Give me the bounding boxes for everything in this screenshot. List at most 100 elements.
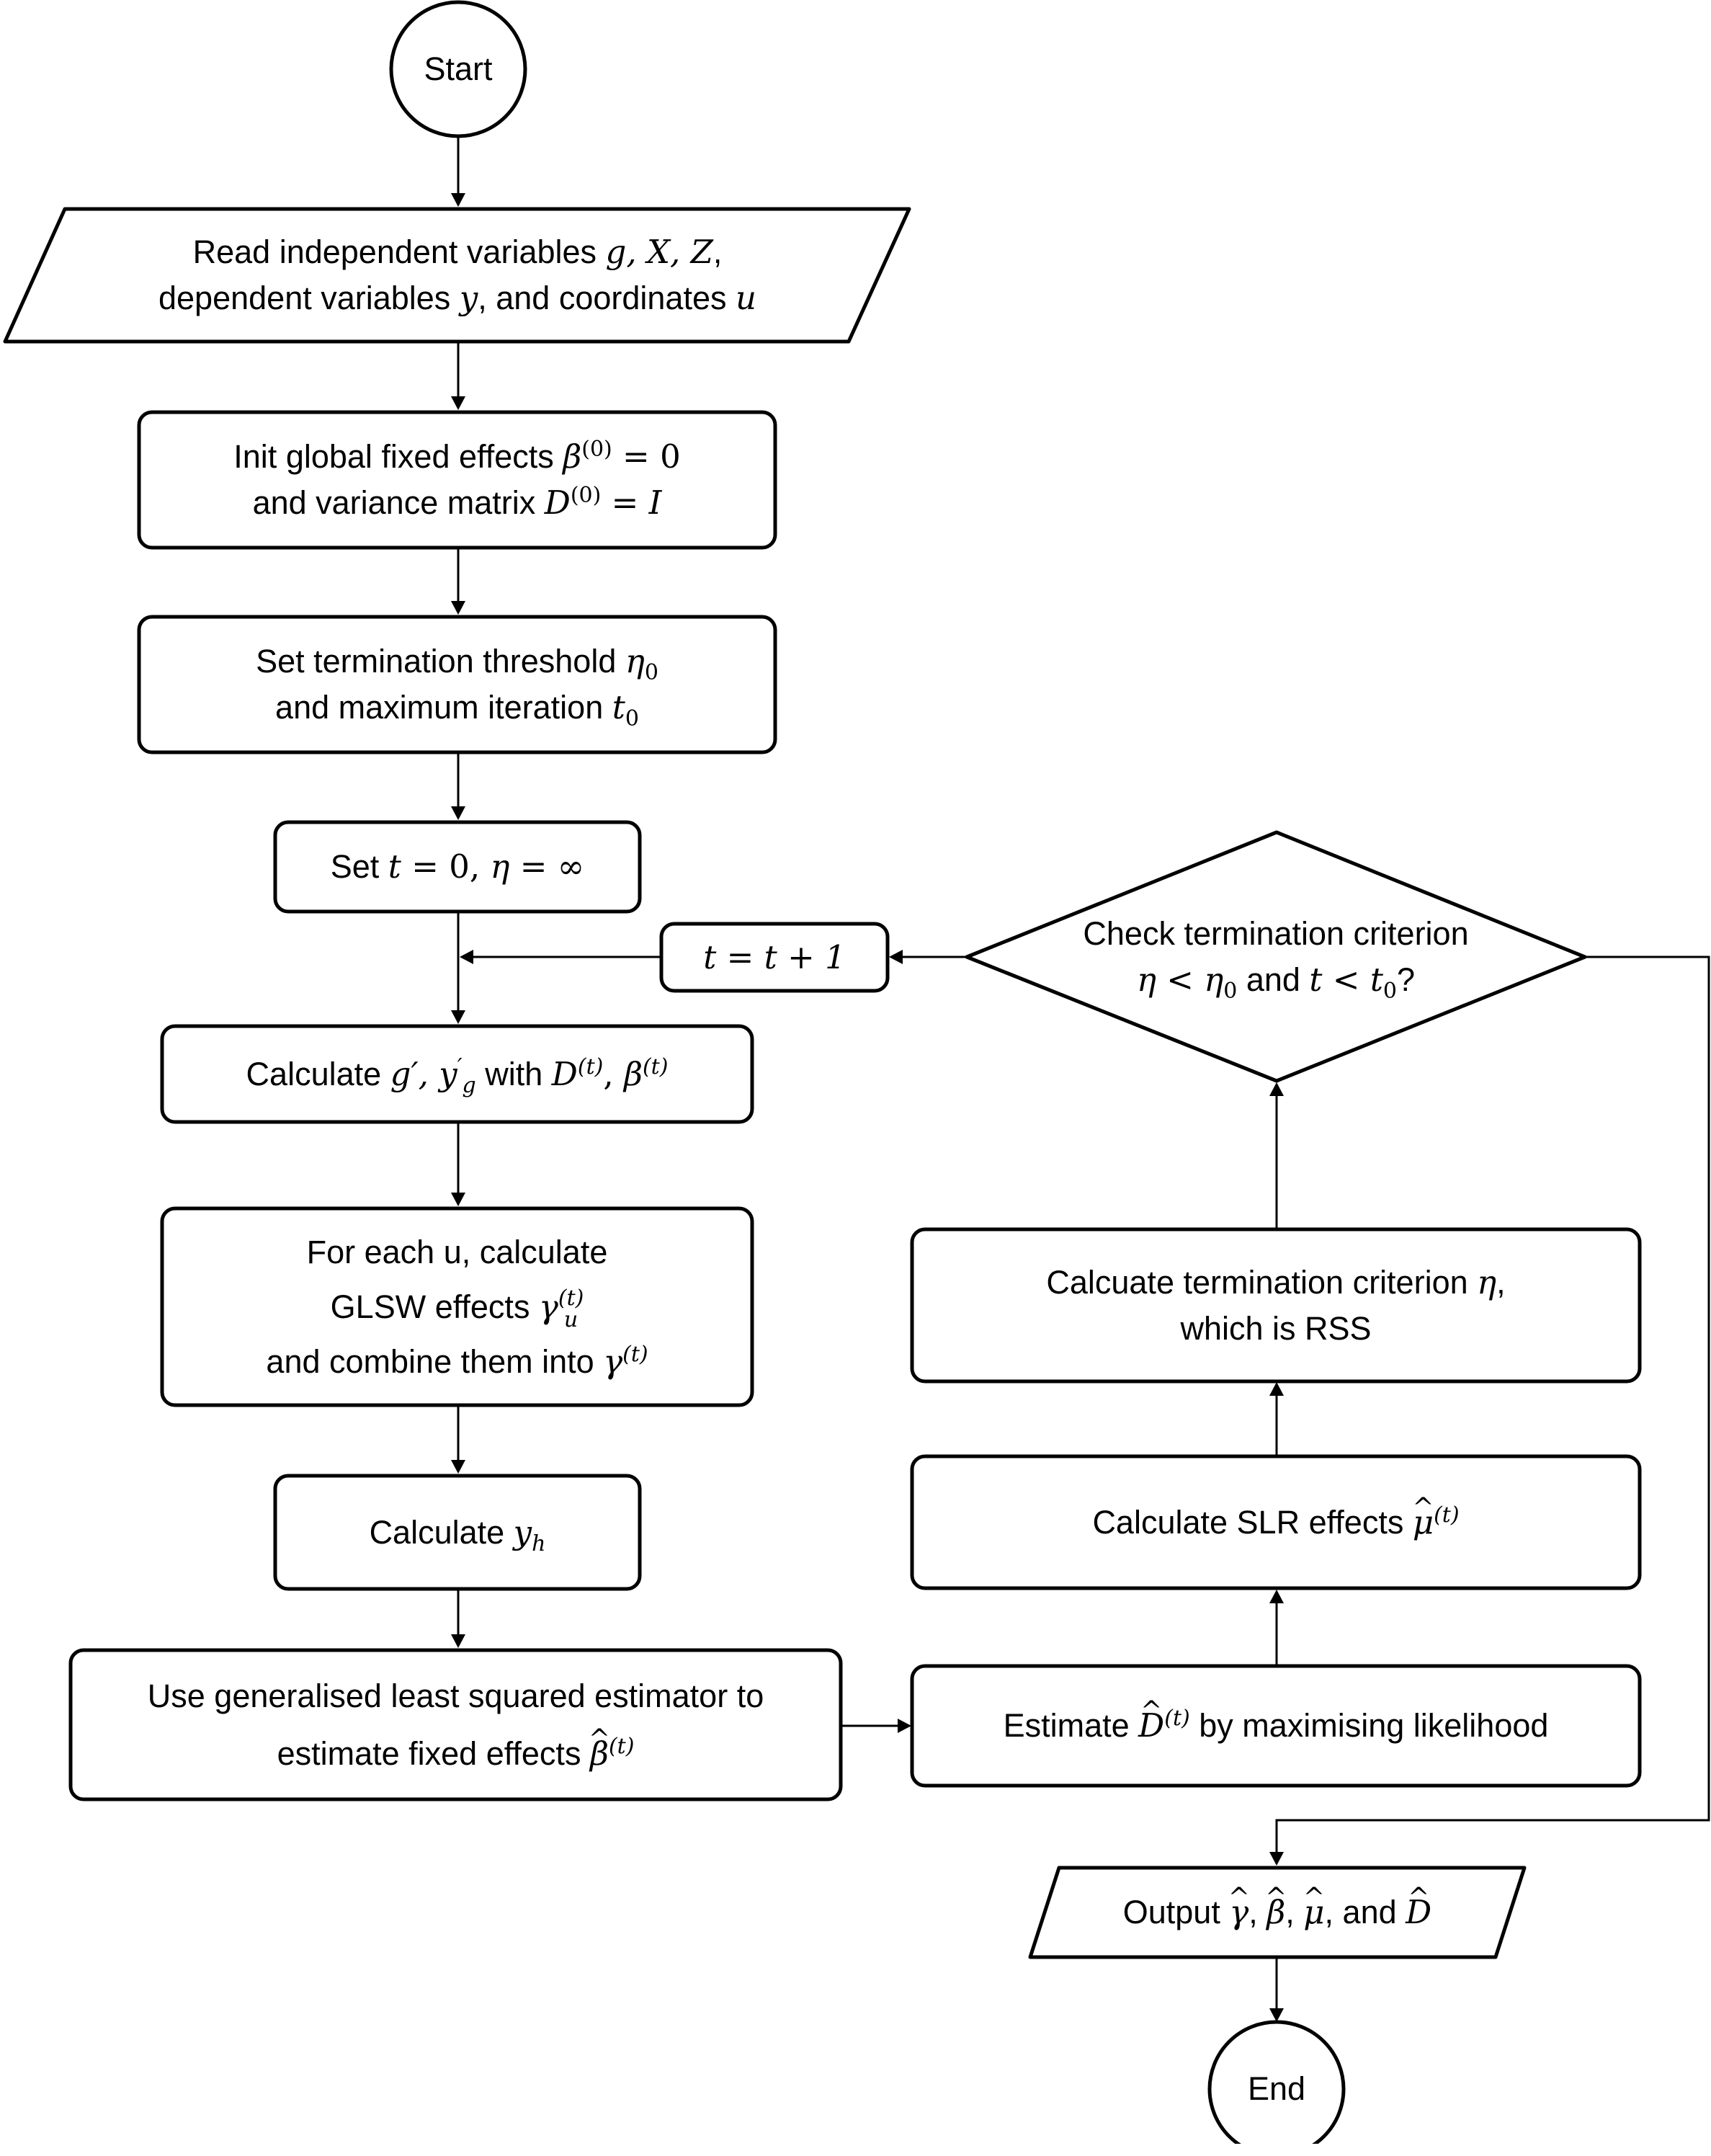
init-line-1: Init global fixed effects β(0) = 0 [233, 434, 680, 480]
estimate-d-label: Estimate D(t) by maximising likelihood [912, 1666, 1640, 1786]
check-line-1: Check termination criterion [1083, 915, 1469, 952]
check-and: and [1237, 961, 1310, 998]
criterion-label: Calcuate termination criterion η, which … [912, 1229, 1640, 1381]
calc-yh-label: Calculate yh [275, 1476, 640, 1589]
criterion-line-1: Calcuate termination criterion η, [1046, 1260, 1505, 1306]
criterion-comma: , [1496, 1263, 1506, 1301]
threshold-t: t [612, 688, 625, 726]
arrowhead-set-t [451, 806, 465, 820]
slr-node [910, 1454, 1642, 1590]
init-d-eq: = I [601, 484, 662, 522]
init-beta-eq: = 0 [612, 437, 681, 476]
arrowhead-gls [451, 1634, 465, 1648]
check-eta0: η [1204, 961, 1224, 999]
arrowhead-end [1269, 2008, 1284, 2022]
glsw-line-1: For each u, calculate [306, 1233, 608, 1270]
threshold-eta-sub: 0 [644, 660, 658, 685]
arrowhead-threshold [451, 601, 465, 615]
set-eta-var: η [490, 847, 510, 886]
gls-line-2: estimate fixed effects β(t) [277, 1725, 635, 1783]
output-label: Output γ, β, μ, and D [1045, 1868, 1510, 1957]
output-d: D [1406, 1889, 1431, 1936]
output-gamma: γ [1229, 1889, 1248, 1936]
check-lt-2: < [1322, 961, 1370, 999]
increment-node [659, 922, 890, 993]
set-t-var: t [388, 847, 401, 886]
threshold-node [137, 615, 777, 754]
estimate-d-node [910, 1664, 1642, 1788]
glsw-gamma: γ [603, 1342, 623, 1381]
read-line-2-y: y [459, 279, 478, 317]
slr-mu-sup: (t) [1434, 1502, 1460, 1528]
start-text: Start [424, 50, 493, 87]
threshold-t-sub: 0 [625, 706, 639, 731]
threshold-line-2: and maximum iteration t0 [275, 685, 639, 731]
arrowhead-read [451, 193, 465, 207]
calc-yh-text: Calculate [369, 1513, 514, 1551]
set-eta-value: = ∞ [509, 847, 585, 886]
arrowhead-check [1269, 1082, 1284, 1096]
arrowhead-glsw [451, 1193, 465, 1206]
threshold-line-2-text: and maximum iteration [275, 689, 612, 726]
slr-text: Calculate SLR effects [1092, 1503, 1413, 1541]
threshold-eta: η [625, 642, 645, 680]
check-label: Check termination criterion η < η0 and t… [967, 886, 1585, 1028]
calc-g-beta-sup: (t) [642, 1054, 669, 1079]
check-eta: η [1136, 961, 1156, 999]
start-label: Start [391, 2, 525, 136]
check-t: t [1309, 961, 1323, 999]
set-t-line: Set t = 0, η = ∞ [331, 844, 584, 890]
read-input-node [3, 207, 911, 344]
check-eta0-sub: 0 [1223, 979, 1238, 1004]
init-d: D [544, 484, 571, 522]
threshold-label: Set termination threshold η0 and maximum… [139, 617, 775, 752]
threshold-line-1: Set termination threshold η0 [256, 638, 658, 685]
check-line-2: η < η0 and t < t0? [1137, 957, 1415, 1003]
calc-g-with: with [475, 1055, 552, 1092]
read-line-2-mid: , and coordinates [478, 280, 736, 316]
glsw-node [160, 1206, 754, 1407]
calc-g-text: Calculate [246, 1055, 390, 1092]
edge-check-to-output [1275, 956, 1710, 1853]
calc-g-beta: β [623, 1054, 643, 1093]
criterion-eta: η [1477, 1262, 1497, 1301]
init-label: Init global fixed effects β(0) = 0 and v… [139, 412, 775, 548]
check-decision-node [965, 830, 1587, 1083]
init-line-2: and variance matrix D(0) = I [253, 480, 662, 526]
glsw-gamma-u: γ [538, 1287, 558, 1326]
arrowhead-estimate-d [898, 1719, 911, 1733]
increment-text: t = t + 1 [703, 937, 846, 976]
arrowhead-loop [460, 950, 473, 964]
output-and: , and [1324, 1894, 1406, 1930]
arrowhead-slr [1269, 1590, 1284, 1603]
calc-g-line: Calculate g′, y′g with D(t), β(t) [246, 1051, 669, 1097]
init-node [137, 410, 777, 550]
glsw-line-3-text: and combine them into [266, 1342, 604, 1380]
estimate-d-text: Estimate [1003, 1707, 1139, 1744]
output-text: Output [1122, 1894, 1230, 1930]
init-line-2-text: and variance matrix [252, 484, 545, 521]
glsw-label: For each u, calculate GLSW effects γ(t)u… [162, 1208, 752, 1405]
set-t-label: Set t = 0, η = ∞ [275, 822, 640, 912]
calc-g-comma: , [603, 1054, 624, 1093]
arrowhead-calc-g [451, 1010, 465, 1024]
calc-yh-y: y [513, 1513, 532, 1551]
set-t-value: = 0, [401, 847, 491, 886]
output-mu: μ [1303, 1889, 1324, 1936]
gls-line-2-text: estimate fixed effects [277, 1734, 590, 1772]
end-node [1207, 2020, 1346, 2144]
criterion-line-2: which is RSS [1180, 1309, 1372, 1347]
output-comma-1: , [1248, 1894, 1267, 1930]
set-t-text: Set [330, 848, 388, 885]
estimate-d-rest: by maximising likelihood [1189, 1707, 1549, 1744]
calc-yh-node [273, 1474, 642, 1591]
end-label: End [1210, 2022, 1344, 2156]
calc-g-node [160, 1024, 754, 1124]
estimate-d-sup: (t) [1164, 1706, 1190, 1731]
estimate-d-hat: D [1138, 1703, 1164, 1749]
calc-g-d: D [551, 1054, 578, 1093]
glsw-gamma-u-sub: u [563, 1306, 578, 1332]
arrowhead-init [451, 396, 465, 410]
set-t-node [273, 820, 642, 914]
